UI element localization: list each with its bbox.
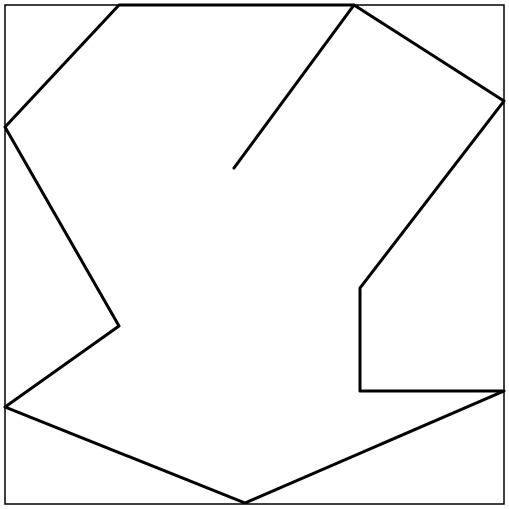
outer-frame: [4, 4, 505, 505]
main-polygon: [3, 3, 506, 505]
